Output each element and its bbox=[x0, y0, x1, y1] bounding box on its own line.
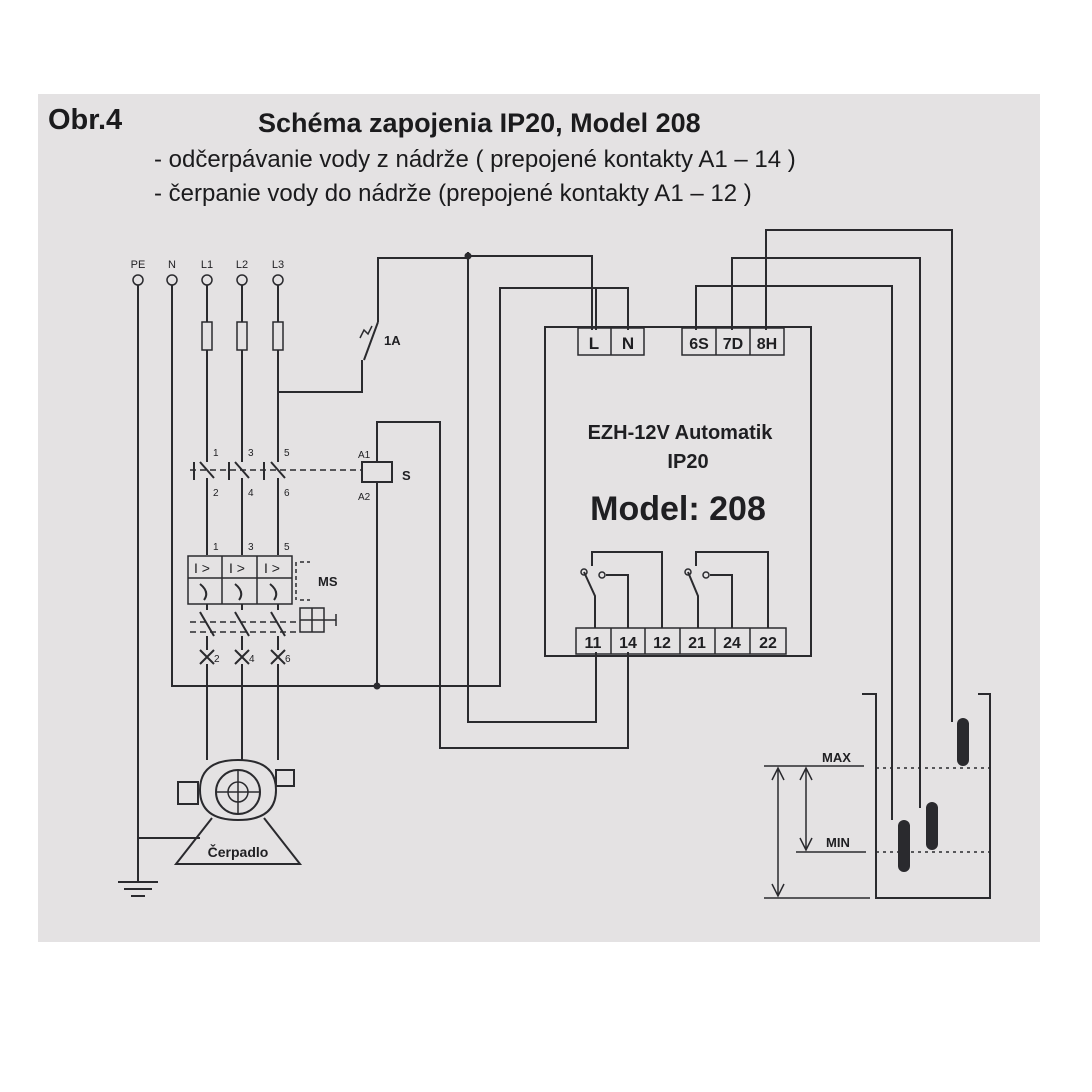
svg-text:22: 22 bbox=[759, 635, 777, 652]
ground-symbol bbox=[118, 881, 158, 897]
phase-to-l-wire bbox=[468, 255, 593, 330]
supply-terminals: PE N L1 L2 L3 bbox=[131, 259, 284, 286]
terminal-l3-label: L3 bbox=[272, 259, 284, 271]
bottom-terminal-block: 11 14 12 21 24 22 bbox=[575, 627, 787, 655]
probe-7d-wire bbox=[731, 257, 921, 808]
terminal-pe bbox=[132, 274, 144, 286]
note-fill-mode: - čerpanie vody do nádrže (prepojené kon… bbox=[154, 180, 752, 207]
svg-text:5: 5 bbox=[284, 542, 290, 553]
terminal-n-label: N bbox=[168, 259, 176, 271]
svg-text:6S: 6S bbox=[689, 336, 709, 353]
svg-text:8H: 8H bbox=[757, 336, 777, 353]
svg-text:I >: I > bbox=[264, 560, 280, 576]
relay-contacts bbox=[580, 551, 769, 628]
device-model: Model: 208 bbox=[590, 490, 766, 528]
terminal-l1-label: L1 bbox=[201, 259, 213, 271]
svg-text:I >: I > bbox=[194, 560, 210, 576]
svg-text:L: L bbox=[589, 334, 599, 353]
top-terminal-block: L N 6S 7D 8H bbox=[577, 327, 785, 356]
water-tank: MAX MIN bbox=[764, 693, 991, 899]
fuses bbox=[201, 285, 284, 452]
svg-text:A2: A2 bbox=[358, 492, 371, 503]
svg-text:N: N bbox=[622, 334, 634, 353]
svg-text:I >: I > bbox=[229, 560, 245, 576]
svg-text:A1: A1 bbox=[358, 450, 371, 461]
diagram-title: Schéma zapojenia IP20, Model 208 bbox=[258, 108, 701, 138]
device-name: EZH-12V Automatik bbox=[588, 422, 774, 444]
svg-text:11: 11 bbox=[585, 635, 602, 652]
phase-to-11-wire bbox=[467, 256, 597, 723]
probe-common bbox=[898, 820, 910, 872]
terminal-l2-label: L2 bbox=[236, 259, 248, 271]
terminal-l1 bbox=[201, 274, 213, 286]
svg-text:2: 2 bbox=[214, 654, 220, 665]
svg-text:1: 1 bbox=[213, 542, 219, 553]
contactor-coil bbox=[361, 461, 393, 483]
pump-label: Čerpadlo bbox=[208, 843, 269, 860]
junction-dot bbox=[373, 682, 381, 690]
svg-text:14: 14 bbox=[619, 635, 637, 652]
control-phase-wire bbox=[278, 360, 363, 393]
contactor-s: 1 3 5 2 4 6 A1 A2 S bbox=[190, 448, 411, 555]
note-drain-mode: - odčerpávanie vody z nádrže ( prepojené… bbox=[154, 146, 796, 173]
tank-max-label: MAX bbox=[822, 750, 851, 765]
device-ip: IP20 bbox=[667, 451, 708, 473]
svg-text:1: 1 bbox=[213, 448, 219, 459]
breaker-1a-symbol bbox=[359, 325, 373, 339]
svg-text:S: S bbox=[402, 468, 411, 483]
terminal-pe-label: PE bbox=[131, 259, 146, 271]
terminal-l3 bbox=[272, 274, 284, 286]
svg-text:6: 6 bbox=[285, 654, 291, 665]
svg-text:2: 2 bbox=[213, 488, 219, 499]
svg-text:4: 4 bbox=[248, 488, 254, 499]
svg-text:3: 3 bbox=[248, 542, 254, 553]
svg-text:3: 3 bbox=[248, 448, 254, 459]
terminal-l2 bbox=[236, 274, 248, 286]
terminal-n bbox=[166, 274, 178, 286]
figure-label: Obr.4 bbox=[48, 104, 123, 136]
probe-6s-wire bbox=[695, 285, 893, 820]
svg-text:5: 5 bbox=[284, 448, 290, 459]
tank-min-label: MIN bbox=[826, 835, 850, 850]
svg-text:21: 21 bbox=[688, 635, 706, 652]
diagram-sheet bbox=[38, 94, 1040, 942]
a1-to-14-wire bbox=[376, 421, 629, 749]
svg-text:24: 24 bbox=[723, 635, 741, 652]
neutral-wire bbox=[171, 285, 597, 687]
probe-8h-wire bbox=[765, 229, 953, 722]
svg-text:12: 12 bbox=[653, 635, 671, 652]
n-terminal-wire bbox=[596, 287, 629, 330]
probe-min bbox=[926, 802, 938, 850]
ezh-12v-controller: L N 6S 7D 8H EZH-12V Automatik IP20 Mode… bbox=[544, 326, 812, 657]
breaker-label: 1A bbox=[384, 333, 401, 348]
svg-text:7D: 7D bbox=[723, 336, 743, 353]
ms-label: MS bbox=[318, 574, 338, 589]
svg-text:4: 4 bbox=[249, 654, 255, 665]
svg-text:6: 6 bbox=[284, 488, 290, 499]
breaker-1a-contact bbox=[363, 252, 469, 361]
probe-max bbox=[957, 718, 969, 766]
motor-switch-ms: 1 3 5 I > I > I > MS 2 4 6 bbox=[187, 542, 338, 760]
pump-motor: Čerpadlo bbox=[173, 758, 303, 865]
